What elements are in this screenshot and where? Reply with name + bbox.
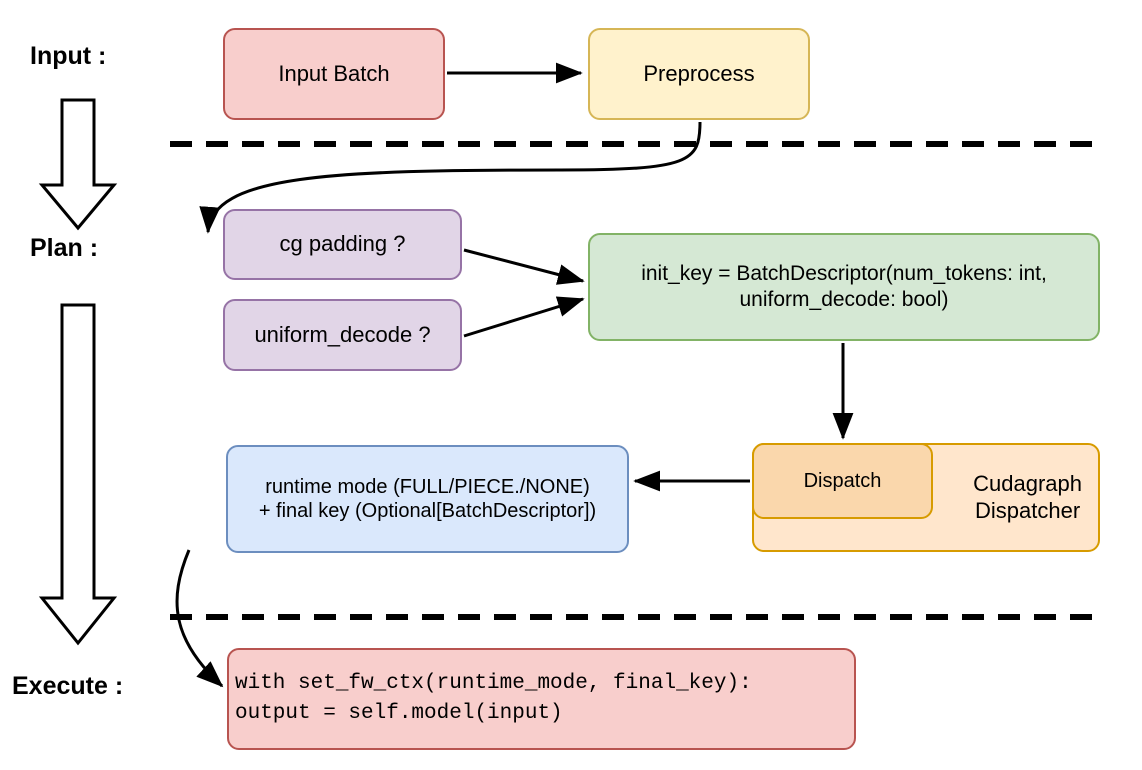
stage-label-execute: Execute : [12,672,124,700]
node-code-block-label: with set_fw_ctx(runtime_mode, final_key)… [235,672,752,725]
node-dispatch-label: Dispatch [803,469,882,492]
node-preprocess-label: Preprocess [643,60,755,86]
node-cg-padding-label: cg padding ? [279,231,406,257]
edge-runtime-mode-to-code-block [175,549,224,688]
node-preprocess[interactable]: Preprocess [588,28,810,120]
stage-label-input: Input : [30,42,107,70]
node-dispatch[interactable]: Dispatch [752,443,933,519]
node-runtime-mode-label: runtime mode (FULL/PIECE./NONE) + final … [258,475,597,522]
node-init-key-label: init_key = BatchDescriptor(num_tokens: i… [641,262,1047,311]
node-input-batch-label: Input Batch [278,60,390,86]
stage-label-plan: Plan : [30,234,99,262]
plan-to-execute-arrow [38,303,118,646]
edge-cg-padding-to-init-key [463,248,585,285]
node-cg-padding[interactable]: cg padding ? [223,209,462,280]
node-input-batch[interactable]: Input Batch [223,28,445,120]
node-cudagraph-dispatcher-label: Cudagraph Dispatcher [973,470,1082,523]
input-to-plan-arrow [38,98,118,231]
node-init-key[interactable]: init_key = BatchDescriptor(num_tokens: i… [588,233,1100,341]
node-uniform-decode[interactable]: uniform_decode ? [223,299,462,371]
edge-uniform-decode-to-init-key [463,296,585,338]
node-runtime-mode[interactable]: runtime mode (FULL/PIECE./NONE) + final … [226,445,629,553]
node-code-block[interactable]: with set_fw_ctx(runtime_mode, final_key)… [227,648,856,750]
node-uniform-decode-label: uniform_decode ? [254,321,431,347]
